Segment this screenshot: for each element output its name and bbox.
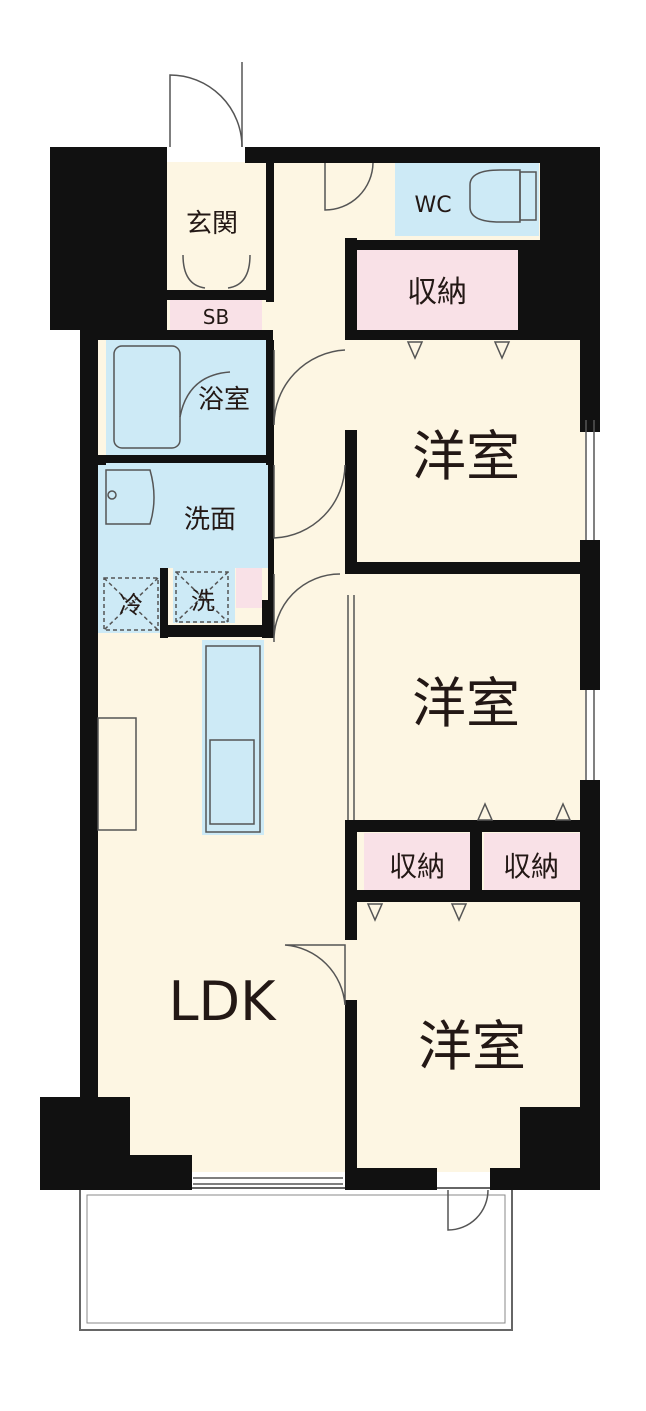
label-bath: 浴室	[198, 385, 250, 415]
shoe-box-floor	[170, 300, 262, 330]
label-bedroom-2: 洋室	[412, 672, 520, 735]
fixtures	[97, 62, 595, 1231]
label-shoe-box: SB	[203, 305, 229, 329]
storage-mid-left-floor	[364, 833, 470, 893]
wet-areas	[98, 162, 539, 835]
washroom-floor	[98, 463, 268, 568]
label-entrance: 玄関	[186, 209, 238, 239]
label-ldk: LDK	[168, 970, 277, 1033]
room-labels: 玄関 SB WC 収納 浴室 洗面 冷 洗 洋室 洋室 収納 収納 LDK 洋室	[119, 193, 559, 1078]
label-storage-mid-left: 収納	[389, 850, 445, 883]
storage-top-floor	[356, 248, 518, 330]
walls	[40, 147, 600, 1190]
label-storage-top: 収納	[407, 275, 467, 310]
storage-mid-right-floor	[484, 833, 580, 893]
storage-areas	[140, 167, 580, 893]
balcony	[79, 1187, 513, 1331]
label-bedroom-1: 洋室	[412, 425, 520, 488]
label-washroom: 洗面	[184, 505, 236, 535]
label-fridge: 冷	[119, 591, 143, 619]
label-bedroom-3: 洋室	[418, 1015, 526, 1078]
washer-space	[173, 568, 235, 623]
wc-floor	[395, 162, 539, 236]
label-wc: WC	[414, 193, 451, 218]
fridge-space	[98, 568, 166, 633]
label-storage-mid-right: 収納	[503, 850, 559, 883]
label-washer: 洗	[191, 587, 215, 615]
